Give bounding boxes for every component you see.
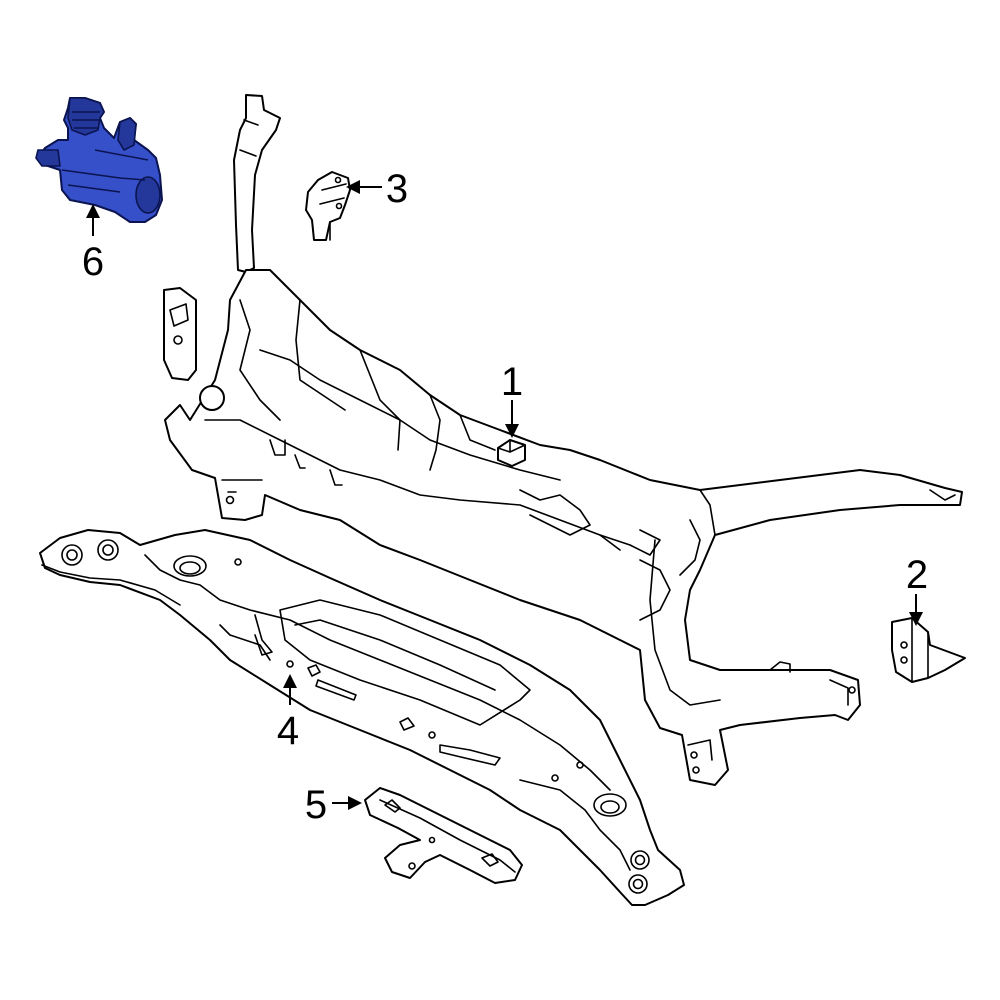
callout-4-number: 4 (277, 709, 299, 753)
mounting-bracket-part-2 (891, 617, 966, 683)
callout-1-number: 1 (501, 360, 523, 404)
clip-part-3 (305, 171, 351, 241)
callout-2: 2 (906, 553, 928, 626)
plate-part-5 (364, 787, 523, 884)
lower-crossmember-part-4 (39, 529, 685, 906)
radiator-support-frame (163, 94, 963, 786)
callout-2-number: 2 (906, 553, 928, 597)
callout-3-number: 3 (386, 167, 408, 211)
callout-3: 3 (346, 167, 408, 211)
callout-4: 4 (277, 674, 299, 753)
callout-6: 6 (82, 204, 104, 284)
callout-5-number: 5 (305, 783, 327, 827)
callout-1: 1 (501, 360, 523, 438)
sensor-part-6-highlighted (35, 97, 163, 223)
callout-5: 5 (305, 783, 362, 827)
callout-6-number: 6 (82, 240, 104, 284)
